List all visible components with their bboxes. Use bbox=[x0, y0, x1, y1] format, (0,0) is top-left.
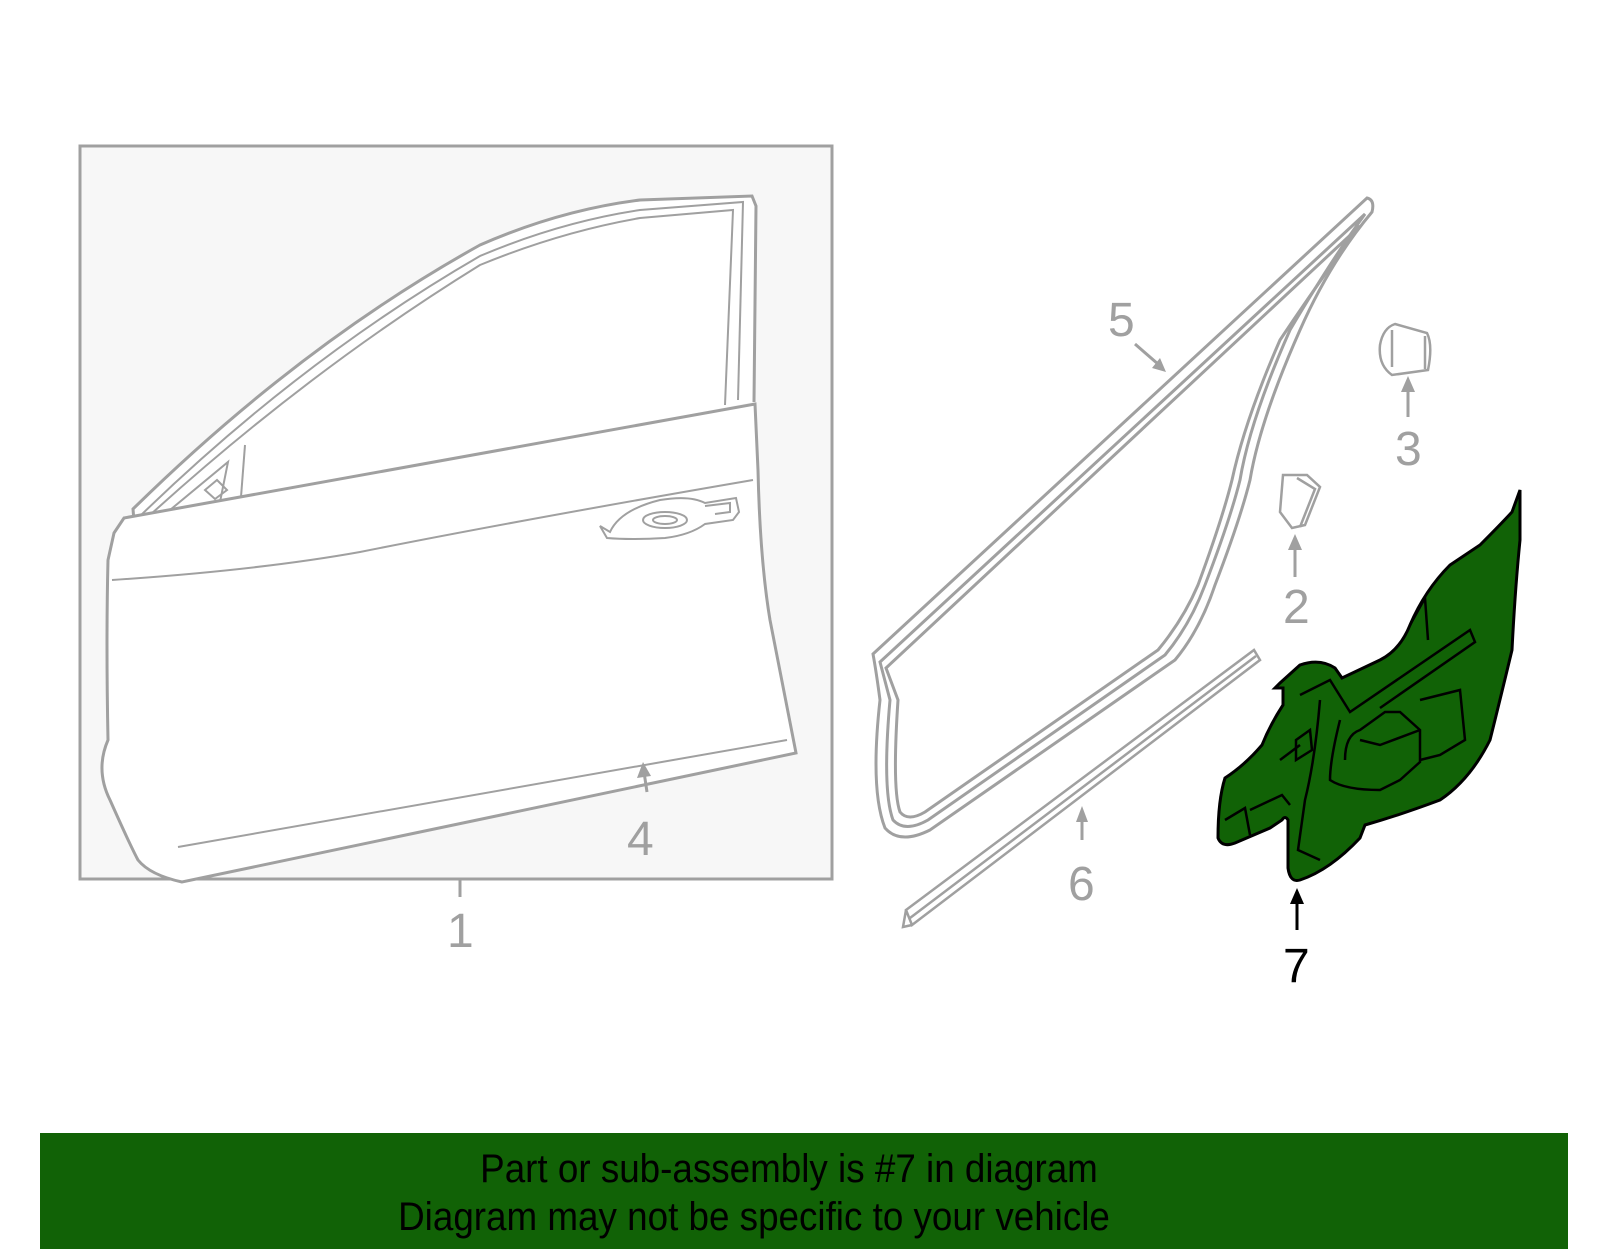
banner-line-part: Part or sub-assembly is #7 in diagram bbox=[480, 1147, 1098, 1191]
arrowhead-icon bbox=[1076, 806, 1088, 822]
info-banner: Part or sub-assembly is #7 in diagram Di… bbox=[40, 1133, 1568, 1249]
arrowhead-icon bbox=[1401, 376, 1415, 392]
arrowhead-icon bbox=[1152, 358, 1166, 372]
callout-4[interactable]: 4 bbox=[627, 813, 654, 866]
part-7-door-inner-module[interactable] bbox=[1216, 489, 1522, 930]
callout-1[interactable]: 1 bbox=[447, 905, 474, 958]
callout-5[interactable]: 5 bbox=[1108, 294, 1135, 347]
callout-2[interactable]: 2 bbox=[1283, 581, 1310, 634]
part-3-plug[interactable] bbox=[1378, 322, 1432, 417]
part-2-bumper-stop[interactable] bbox=[1278, 473, 1322, 577]
part-1-door-shell[interactable] bbox=[78, 144, 834, 897]
banner-line-disclaimer: Diagram may not be specific to your vehi… bbox=[398, 1195, 1110, 1239]
arrowhead-icon bbox=[1290, 888, 1304, 904]
callout-7[interactable]: 7 bbox=[1283, 940, 1310, 993]
arrowhead-icon bbox=[1288, 534, 1302, 550]
part-5-door-weatherstrip[interactable] bbox=[871, 196, 1375, 839]
callout-6[interactable]: 6 bbox=[1068, 858, 1095, 911]
part-6-belt-weatherstrip[interactable] bbox=[901, 648, 1262, 929]
callout-3[interactable]: 3 bbox=[1395, 423, 1422, 476]
